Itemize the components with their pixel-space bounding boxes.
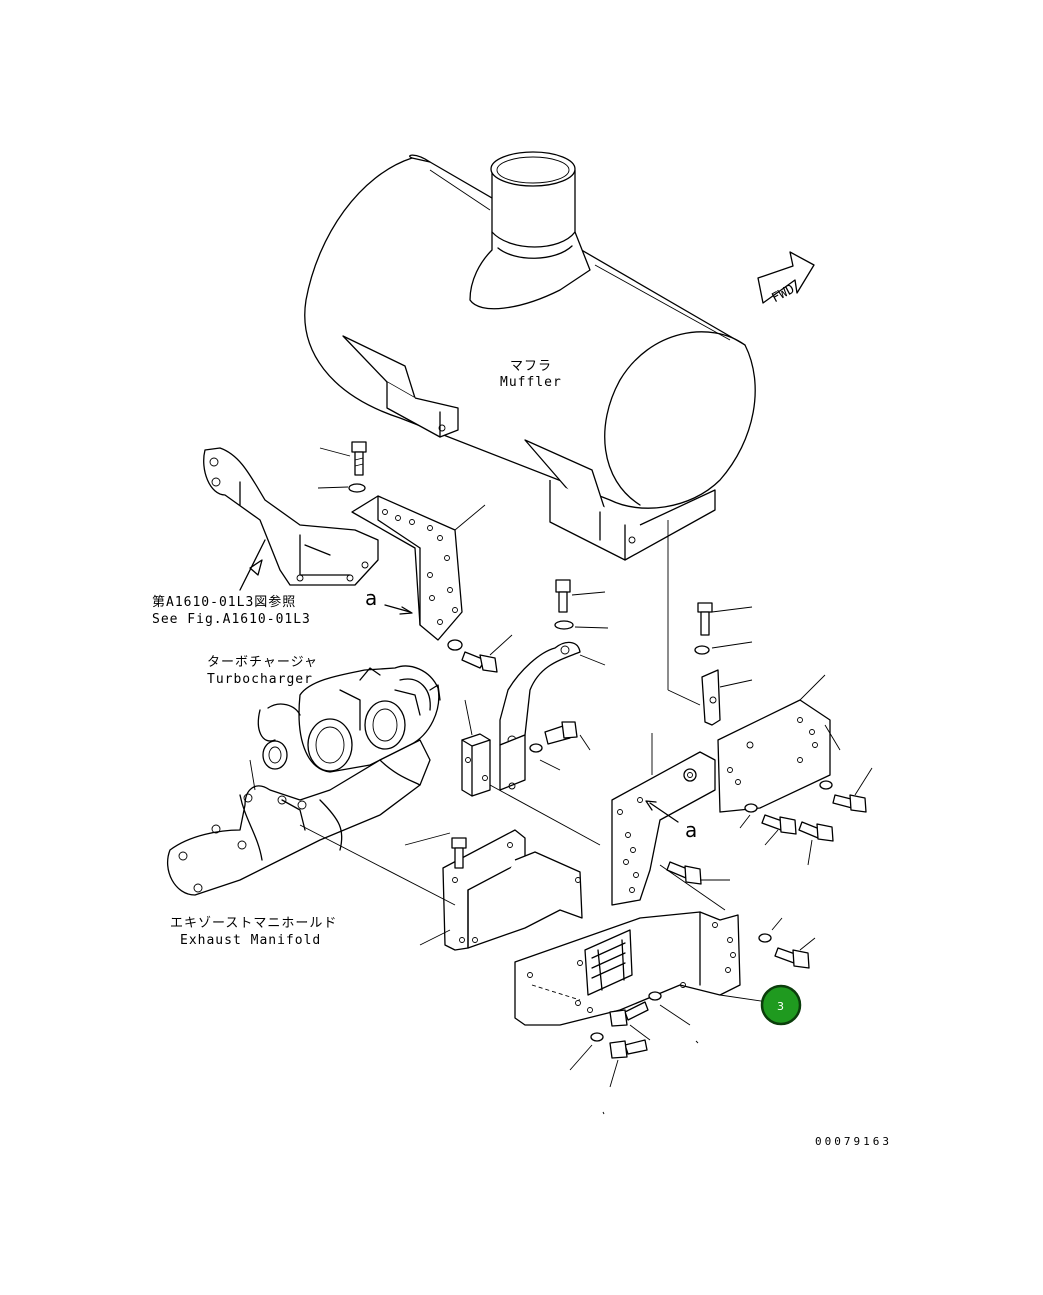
muffler — [304, 151, 756, 561]
svg-text:ターボチャージャ: ターボチャージャ — [207, 655, 318, 670]
right-mount-plate — [717, 674, 841, 813]
svg-text:a: a — [685, 818, 697, 842]
bolt-left-plate — [447, 634, 513, 673]
bolts-bottom — [569, 917, 816, 1115]
callout-3[interactable]: 3 — [760, 984, 802, 1026]
left-bracket-reference — [203, 447, 379, 591]
svg-text:マフラ: マフラ — [510, 359, 552, 374]
turbocharger-label: ターボチャージャ Turbocharger — [207, 655, 318, 687]
left-mount-plate: a — [351, 495, 486, 641]
right-upper-bracket — [694, 602, 753, 726]
center-strap — [499, 641, 606, 791]
right-vertical-plate: a — [611, 733, 730, 911]
svg-text:a: a — [365, 586, 377, 610]
svg-text:Exhaust Manifold: Exhaust Manifold — [180, 933, 321, 948]
svg-text:See Fig.A1610-01L3: See Fig.A1610-01L3 — [152, 612, 311, 627]
drawing-number: 00079163 — [815, 1135, 892, 1148]
bottom-left-bracket — [404, 829, 583, 951]
exhaust-manifold — [166, 739, 456, 906]
main-bottom-bracket — [514, 911, 769, 1026]
svg-text:第A1610-01L3図参照: 第A1610-01L3図参照 — [152, 594, 296, 610]
bolt-center — [529, 579, 609, 771]
bolt-upper-left — [317, 441, 367, 493]
svg-text:00079163: 00079163 — [815, 1135, 892, 1148]
svg-text:エキゾーストマニホールド: エキゾーストマニホールド — [170, 916, 337, 931]
reference-label: 第A1610-01L3図参照 See Fig.A1610-01L3 — [152, 594, 311, 627]
callout-3-circle[interactable] — [760, 984, 802, 1026]
callout-3-number[interactable]: 3 — [777, 1000, 784, 1013]
leader-lines-top — [429, 169, 731, 706]
svg-text:Muffler: Muffler — [500, 375, 562, 390]
fwd-arrow-icon: FWD — [757, 251, 815, 306]
spacer-block — [461, 699, 601, 846]
exhaust-manifold-label: エキゾーストマニホールド Exhaust Manifold — [170, 916, 337, 948]
muffler-label: マフラ Muffler — [500, 359, 562, 390]
bolts-right — [739, 767, 873, 866]
turbocharger — [257, 665, 441, 773]
svg-text:Turbocharger: Turbocharger — [207, 672, 313, 687]
